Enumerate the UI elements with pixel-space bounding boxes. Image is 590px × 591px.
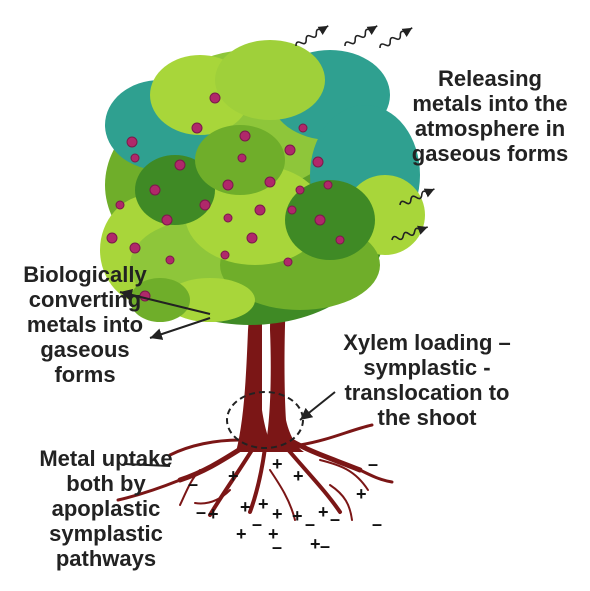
label-line: the shoot — [312, 405, 542, 430]
label-line: both by — [6, 471, 206, 496]
label-line: translocation to — [312, 380, 542, 405]
label-line: pathways — [6, 546, 206, 571]
svg-text:+: + — [292, 506, 303, 526]
svg-text:+: + — [310, 534, 321, 554]
label-line: symplastic - — [312, 355, 542, 380]
label-line: Metal uptake — [6, 446, 206, 471]
label-xylem-loading: Xylem loading – symplastic - translocati… — [312, 330, 542, 430]
label-line: Xylem loading – — [312, 330, 542, 355]
label-biological-conversion: Biologically converting metals into gase… — [0, 262, 170, 387]
svg-text:+: + — [228, 466, 239, 486]
svg-text:+: + — [293, 466, 304, 486]
label-line: symplastic — [6, 521, 206, 546]
label-line: gaseous forms — [395, 141, 585, 166]
svg-text:–: – — [368, 454, 378, 474]
label-line: metals into — [0, 312, 170, 337]
svg-text:–: – — [320, 536, 330, 556]
label-line: converting — [0, 287, 170, 312]
svg-text:+: + — [272, 504, 283, 524]
svg-text:+: + — [272, 454, 283, 474]
label-line: atmosphere in — [395, 116, 585, 141]
svg-text:+: + — [240, 497, 251, 517]
svg-text:–: – — [305, 514, 315, 534]
label-releasing-metals: Releasing metals into the atmosphere in … — [395, 66, 585, 166]
svg-text:–: – — [372, 514, 382, 534]
svg-text:–: – — [272, 537, 282, 557]
svg-text:+: + — [356, 484, 367, 504]
label-line: apoplastic — [6, 496, 206, 521]
label-line: forms — [0, 362, 170, 387]
svg-text:+: + — [208, 504, 219, 524]
svg-text:–: – — [252, 514, 262, 534]
label-line: Biologically — [0, 262, 170, 287]
label-metal-uptake: Metal uptake both by apoplastic symplast… — [6, 446, 206, 571]
label-line: metals into the — [395, 91, 585, 116]
label-line: gaseous — [0, 337, 170, 362]
svg-text:–: – — [330, 509, 340, 529]
svg-text:+: + — [318, 502, 329, 522]
svg-text:+: + — [236, 524, 247, 544]
svg-text:+: + — [258, 494, 269, 514]
label-line: Releasing — [395, 66, 585, 91]
